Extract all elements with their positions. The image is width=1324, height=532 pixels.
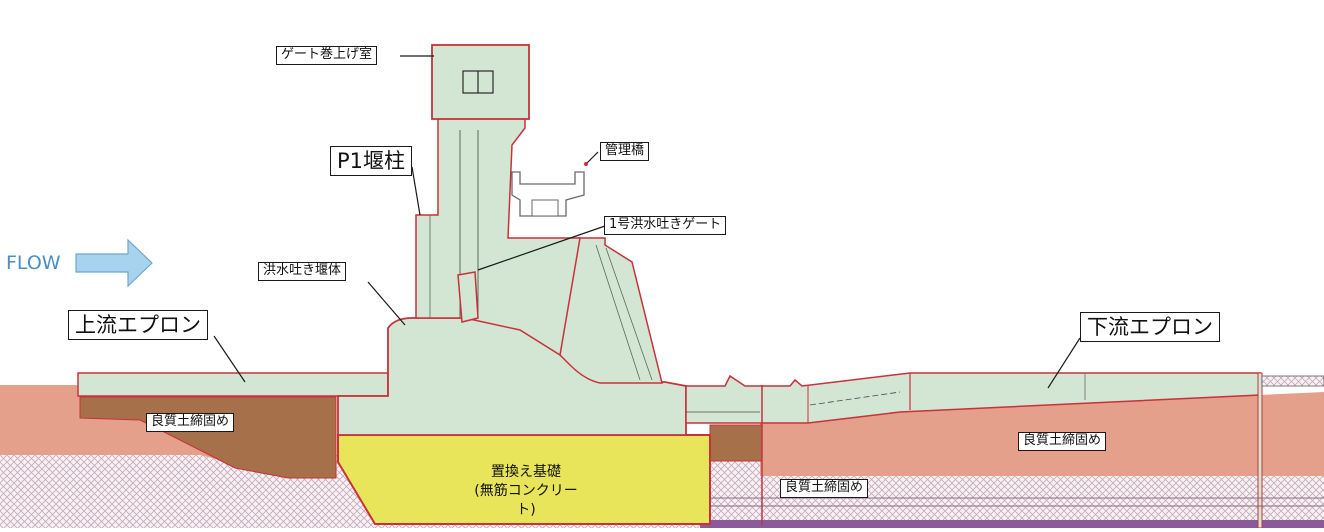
label-soil-left: 良質土締固め (146, 413, 235, 432)
management-bridge (511, 171, 585, 217)
label-upstream-apron: 上流エプロン (68, 310, 208, 341)
downstream-end-hatch (1261, 375, 1324, 387)
label-soil-right: 良質土締固め (1018, 432, 1107, 451)
upstream-apron-slab (77, 372, 389, 397)
gate-room-box (431, 44, 530, 120)
soil-dark-left (79, 396, 337, 479)
label-foundation-line1: 置換え基礎 (491, 464, 561, 480)
downstream-apron-slab (685, 372, 1261, 424)
gate-leaf (457, 271, 479, 323)
label-foundation: 置換え基礎 (無筋コンクリート) (466, 463, 586, 520)
label-pier: P1堰柱 (330, 146, 413, 177)
label-bridge: 管理橋 (600, 142, 650, 161)
label-gate-room: ゲート巻上げ室 (276, 46, 378, 65)
flow-text: FLOW (6, 252, 61, 274)
label-spillway-body: 洪水吐き堰体 (258, 262, 347, 281)
label-foundation-line2: (無筋コンクリート) (474, 482, 578, 518)
flow-arrow (75, 238, 153, 288)
soil-dark-right (709, 424, 763, 462)
weir-downstream-block (559, 237, 663, 384)
label-gate: 1号洪水吐きゲート (604, 216, 727, 235)
label-soil-bottom: 良質土締固め (780, 479, 869, 498)
label-downstream-apron: 下流エプロン (1080, 312, 1220, 343)
bottom-layer (700, 520, 1324, 528)
